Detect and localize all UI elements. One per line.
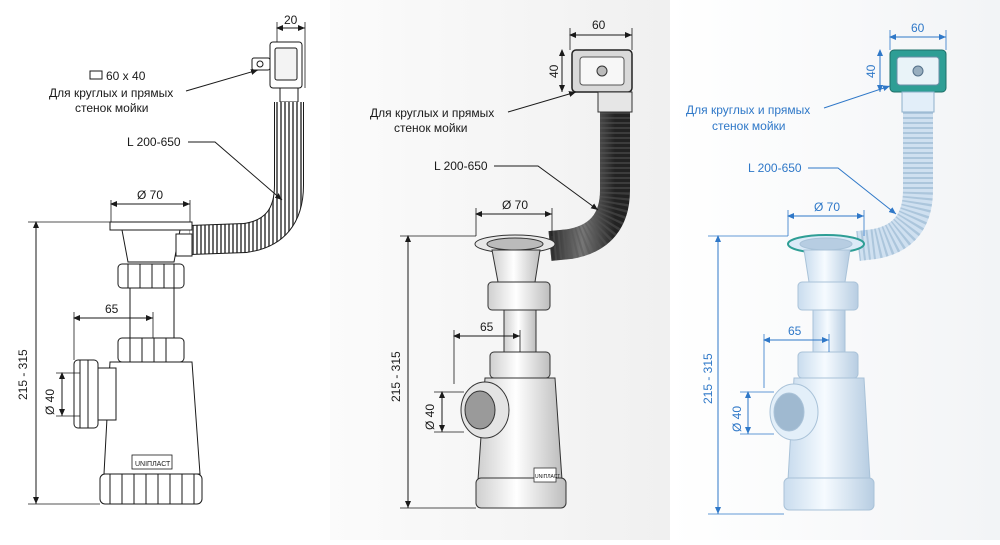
wall-note-line2: стенок мойки (712, 119, 786, 133)
wall-note-leader (507, 91, 577, 113)
siphon-body (769, 234, 875, 511)
siphon-body (73, 221, 203, 505)
hose-length-label: L 200-650 (127, 135, 181, 149)
drawing-svg: 20 60 x 40 Для круглых и прямых стенок м… (16, 13, 306, 505)
hose-length-label: L 200-650 (434, 159, 488, 173)
panel-technical-drawing: 20 60 x 40 Для круглых и прямых стенок м… (0, 0, 330, 540)
bowl-diameter-label: Ø 70 (814, 200, 840, 214)
height-label: 215 - 315 (16, 349, 30, 400)
wall-note-leader (185, 69, 259, 92)
wall-note-line1: Для круглых и прямых (370, 106, 494, 120)
hose-length-leader (494, 165, 599, 211)
wall-note-line2: стенок мойки (75, 101, 149, 115)
bowl-diameter-label: Ø 70 (502, 198, 528, 212)
wall-note-line1: Для круглых и прямых (686, 103, 810, 117)
brand-logo-text: UNIПЛАСТ (535, 474, 560, 480)
outlet-offset-dimension: 65 (73, 302, 154, 360)
panel-shaded-render: 60 40 Для круглых и прямых стенок мойки … (330, 0, 670, 540)
hose-width-dimension: 20 (276, 13, 306, 88)
brand-logo-plate (533, 467, 557, 483)
hose-width-label: 20 (284, 13, 298, 27)
hose-length-label: L 200-650 (748, 161, 802, 175)
outlet-offset-label: 65 (480, 320, 494, 334)
wall-note-line2: стенок мойки (394, 121, 468, 135)
outlet-diameter-label: Ø 40 (423, 404, 437, 430)
height-label: 215 - 315 (701, 353, 715, 404)
grate-size-label: 60 x 40 (106, 69, 146, 83)
overflow-grate (251, 41, 303, 103)
bowl-diameter-label: Ø 70 (137, 188, 163, 202)
outlet-diameter-label: Ø 40 (43, 389, 57, 415)
grate-width-label: 60 (592, 18, 606, 32)
outlet-diameter-dimension: Ø 40 (43, 372, 80, 417)
siphon-body (460, 234, 567, 509)
height-dimension: 215 - 315 (16, 221, 110, 505)
bowl-diameter-dimension: Ø 70 (110, 188, 191, 222)
wall-note-line1: Для круглых и прямых (49, 86, 173, 100)
color-render-svg: 60 40 Для круглых и прямых стенок мойки … (686, 21, 947, 515)
outlet-offset-label: 65 (105, 302, 119, 316)
brand-logo-text: UNIПЛАСТ (135, 461, 171, 468)
panel-color-render: 60 40 Для круглых и прямых стенок мойки … (670, 0, 1000, 540)
outlet-offset-label: 65 (788, 324, 802, 338)
outlet-diameter-label: Ø 40 (730, 406, 744, 432)
grate-height-label: 40 (547, 64, 561, 78)
hose-length-leader (188, 141, 283, 201)
brand-logo-plate (131, 454, 173, 470)
wall-note-leader (823, 85, 891, 109)
height-label: 215 - 315 (389, 351, 403, 402)
grate-height-label: 40 (864, 64, 878, 78)
grate-width-label: 60 (911, 21, 925, 35)
grate-shape-icon (89, 70, 103, 80)
render-svg: 60 40 Для круглых и прямых стенок мойки … (370, 18, 633, 509)
hose-length-leader (808, 167, 897, 215)
